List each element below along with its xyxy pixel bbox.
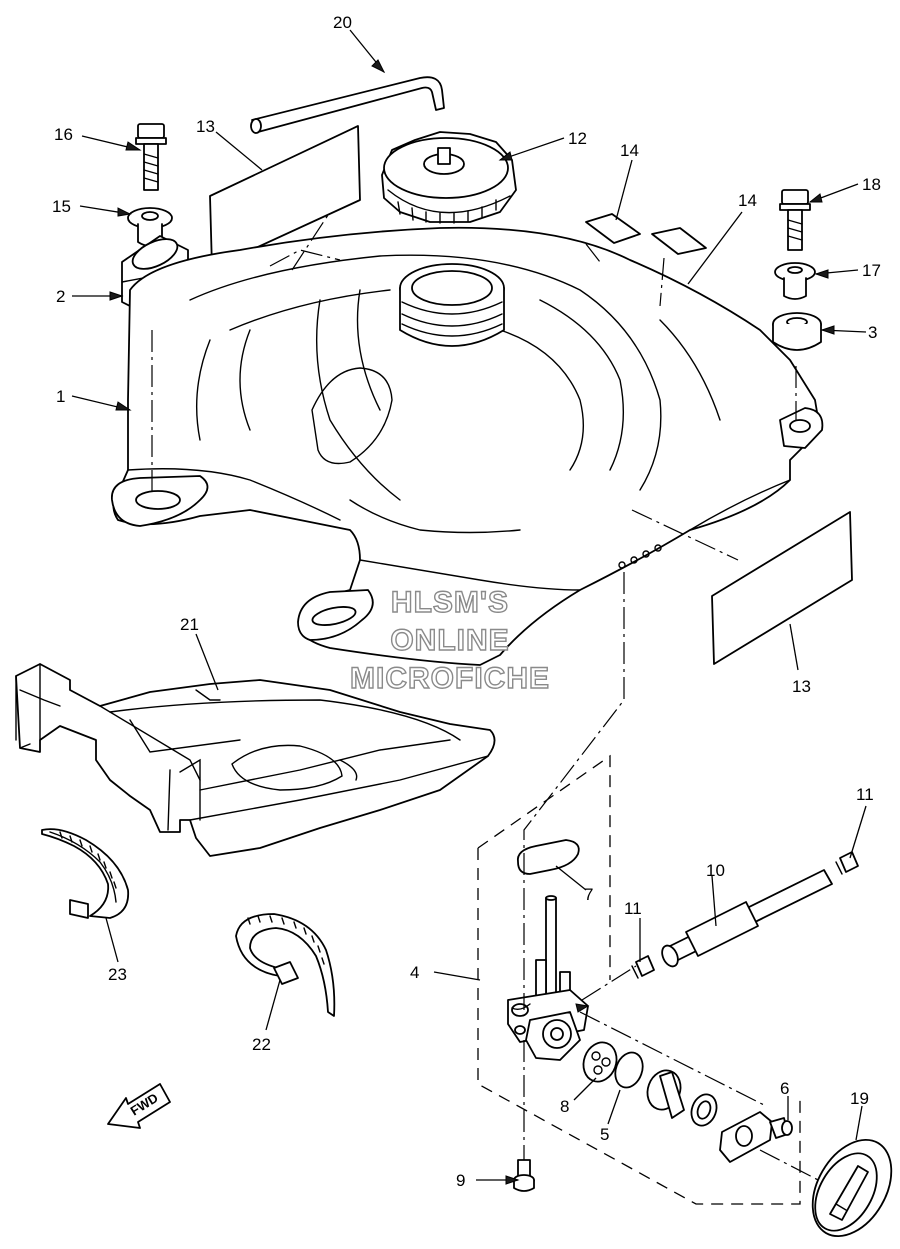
o-ring-5-part bbox=[614, 1051, 644, 1089]
callout-2: 2 bbox=[56, 287, 65, 306]
leader-arrowheads bbox=[109, 59, 835, 1185]
cover-plate-part bbox=[719, 1111, 773, 1163]
forward-direction-arrow-icon: FWD bbox=[107, 1083, 171, 1129]
callout-6: 6 bbox=[780, 1079, 789, 1098]
callout-19: 19 bbox=[850, 1089, 869, 1108]
callout-14-right: 14 bbox=[738, 191, 757, 210]
watermark-line-2: ONLINE bbox=[390, 624, 509, 657]
callout-11-upper: 11 bbox=[856, 785, 874, 804]
breather-hose-part bbox=[250, 76, 445, 134]
under-tray-part bbox=[15, 663, 496, 857]
leader-lines bbox=[71, 29, 867, 1181]
pad-14b-part bbox=[651, 227, 707, 255]
callout-12: 12 bbox=[568, 129, 587, 148]
callout-21: 21 bbox=[180, 615, 199, 634]
fuel-hose-part bbox=[661, 869, 833, 968]
callout-1: 1 bbox=[56, 387, 65, 406]
watermark-line-1: HLSM'S bbox=[391, 586, 509, 619]
fuel-cap-part bbox=[381, 131, 517, 224]
collar-15-part bbox=[127, 207, 173, 247]
warning-label-bottom-part bbox=[711, 511, 853, 665]
watermark: HLSM'S ONLINE MICROFICHE bbox=[349, 585, 550, 695]
watermark-line-3: MICROFICHE bbox=[350, 662, 550, 695]
callout-3: 3 bbox=[868, 323, 877, 342]
callout-10: 10 bbox=[706, 861, 725, 880]
bolt-16-part bbox=[135, 123, 167, 191]
screw-6-part bbox=[769, 1117, 793, 1139]
hose-clip-11b-part bbox=[835, 851, 859, 875]
alignment-lines bbox=[151, 211, 823, 1183]
diaphragm-8-part bbox=[582, 1041, 618, 1083]
collar-17-part bbox=[774, 262, 816, 300]
callout-4: 4 bbox=[410, 963, 419, 982]
fuel-cock-part bbox=[507, 895, 589, 1061]
callout-18: 18 bbox=[862, 175, 881, 194]
grommet-3-part bbox=[772, 312, 822, 351]
band-22-part bbox=[235, 913, 336, 1017]
gasket-7-part bbox=[516, 839, 580, 875]
callout-22: 22 bbox=[252, 1035, 271, 1054]
callout-23: 23 bbox=[108, 965, 127, 984]
fuel-cock-lever-part bbox=[646, 1069, 718, 1127]
warning-label-top-part bbox=[209, 125, 361, 269]
fuel-tank-part bbox=[111, 226, 824, 666]
callout-13-top: 13 bbox=[196, 117, 215, 136]
callout-15: 15 bbox=[52, 197, 71, 216]
callout-14-left: 14 bbox=[620, 141, 639, 160]
band-23-part bbox=[41, 828, 130, 919]
assembly-outline bbox=[477, 754, 801, 1205]
callout-7: 7 bbox=[584, 885, 593, 904]
callout-5: 5 bbox=[600, 1125, 609, 1144]
screw-9-part bbox=[513, 1159, 535, 1192]
callout-16: 16 bbox=[54, 125, 73, 144]
bolt-18-part bbox=[779, 189, 811, 251]
callout-9: 9 bbox=[456, 1171, 465, 1190]
callout-17: 17 bbox=[862, 261, 881, 280]
callout-8: 8 bbox=[560, 1097, 569, 1116]
pad-14a-part bbox=[585, 213, 641, 244]
callout-20: 20 bbox=[333, 13, 352, 32]
callout-11-lower: 11 bbox=[624, 899, 642, 918]
callout-labels: 20 13 16 15 2 1 12 14 14 18 17 3 13 21 2… bbox=[52, 13, 881, 1190]
fuel-cock-knob-part bbox=[811, 1138, 893, 1238]
callout-13-bottom: 13 bbox=[792, 677, 811, 696]
